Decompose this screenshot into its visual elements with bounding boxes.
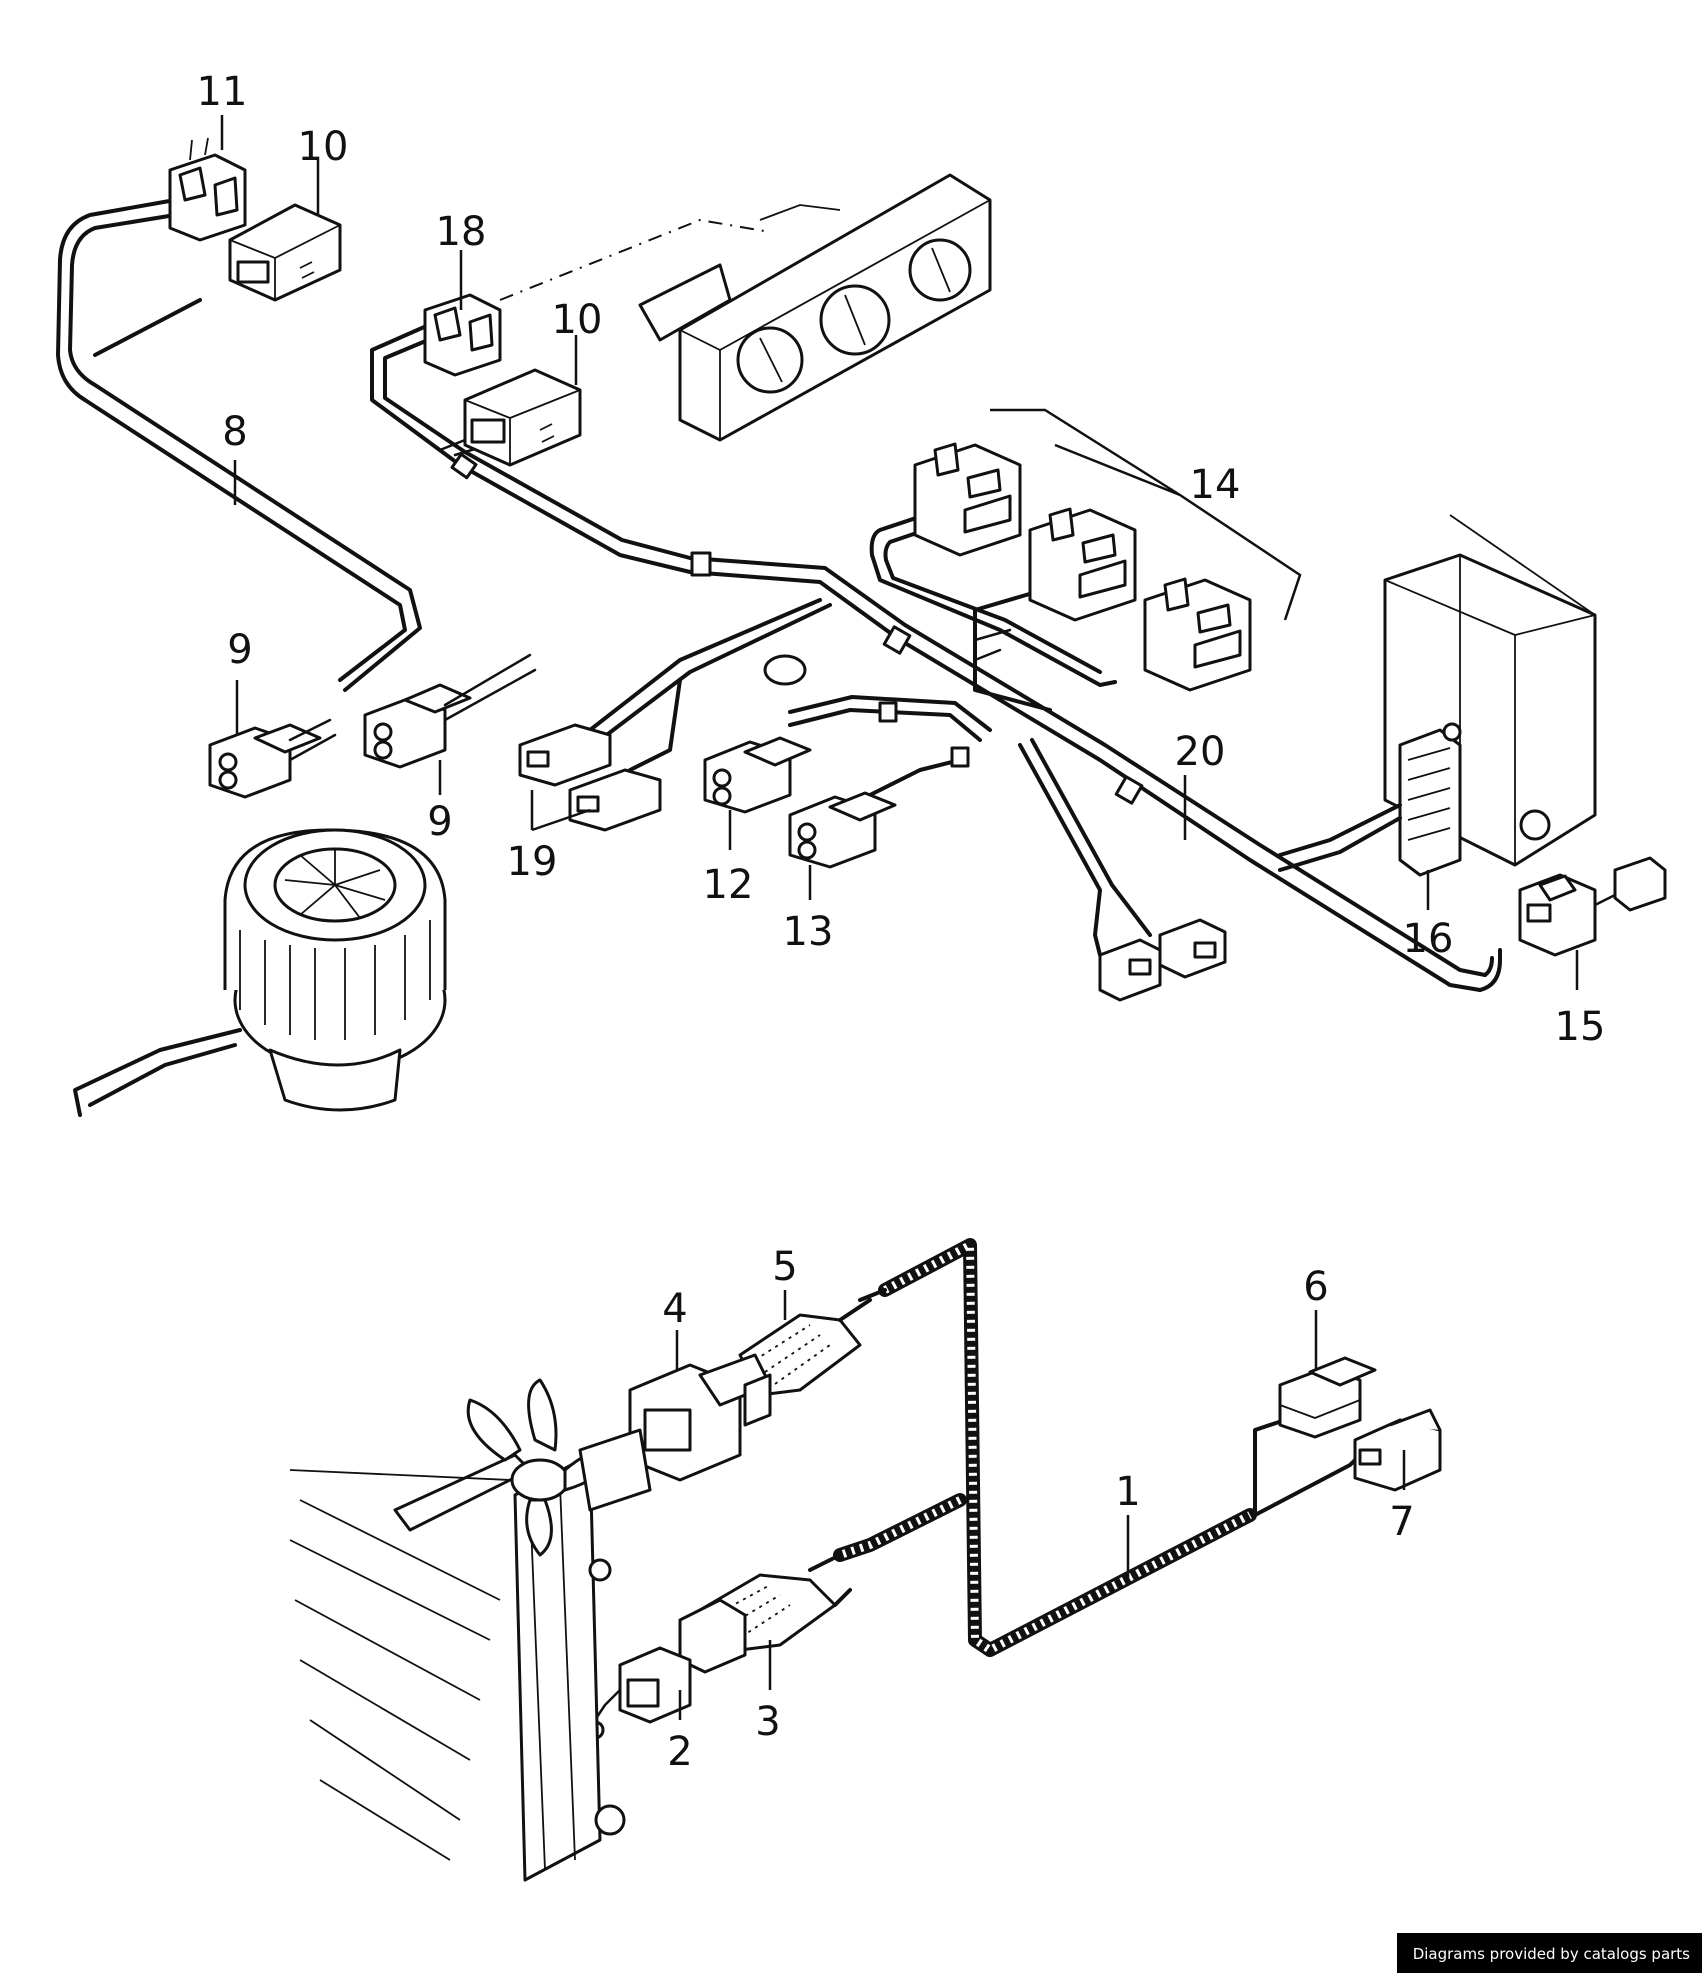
- callout-14: 14: [1190, 462, 1241, 508]
- switch-15: [1518, 856, 1667, 957]
- callout-13: 13: [783, 909, 834, 955]
- callout-2: 2: [667, 1729, 692, 1775]
- callout-11: 11: [197, 69, 248, 115]
- callout-15: 15: [1555, 1004, 1606, 1050]
- callout-6: 6: [1303, 1264, 1328, 1310]
- relay-10-left: [228, 203, 342, 302]
- connector-7: [1353, 1408, 1442, 1492]
- connector-2: [585, 1646, 692, 1740]
- connector-9-right: [363, 653, 537, 769]
- bracket-14: [990, 408, 1302, 621]
- callout-18: 18: [436, 209, 487, 255]
- heater-control-panel: [638, 173, 992, 442]
- callout-3: 3: [755, 1699, 780, 1745]
- connector-13: [788, 791, 897, 869]
- blower-motor: [73, 828, 447, 1117]
- callout-5: 5: [772, 1244, 797, 1290]
- callout-labels: 11 10 18 10 8 14 9 9 19 12 13 20 16 15 5…: [197, 69, 1606, 1775]
- harness-14: [869, 503, 1117, 712]
- callout-7: 7: [1389, 1499, 1414, 1545]
- callout-10-left: 10: [298, 124, 349, 170]
- relay-10-middle: [438, 368, 582, 467]
- harness-12-13: [788, 695, 992, 812]
- harness-branch-lower: [1018, 738, 1227, 1002]
- callout-19: 19: [507, 839, 558, 885]
- connector-3: [678, 1573, 852, 1674]
- harness-1: [808, 1238, 1257, 1657]
- callout-12: 12: [703, 862, 754, 908]
- connector-18: [423, 293, 502, 377]
- callout-16: 16: [1403, 916, 1454, 962]
- harness-19: [588, 598, 832, 772]
- callout-8: 8: [222, 409, 247, 455]
- callout-1: 1: [1115, 1469, 1140, 1515]
- relay-14-b: [1028, 507, 1137, 622]
- callout-leaders: [220, 115, 1579, 1720]
- connector-12: [703, 736, 812, 814]
- callout-9-right: 9: [427, 799, 452, 845]
- connector-19-a: [518, 723, 612, 787]
- dash-line-18: [499, 218, 771, 301]
- harness-8: [56, 198, 422, 692]
- relay-14-c: [1143, 577, 1252, 692]
- callout-4: 4: [662, 1286, 687, 1332]
- connector-9-left: [208, 718, 337, 799]
- radiator: [289, 1453, 626, 1882]
- connector-6: [1278, 1356, 1377, 1439]
- connector-4: [628, 1353, 772, 1482]
- callout-9-left: 9: [227, 627, 252, 673]
- footer-credit: Diagrams provided by catalogs parts: [1396, 1933, 1702, 1973]
- connector-16: [1278, 722, 1462, 877]
- cooling-fan: [466, 1378, 652, 1557]
- callout-10-middle: 10: [552, 297, 603, 343]
- connector-19-b: [568, 768, 662, 832]
- callout-20: 20: [1175, 729, 1226, 775]
- connector-11: [168, 137, 247, 242]
- relay-14-a: [913, 442, 1022, 557]
